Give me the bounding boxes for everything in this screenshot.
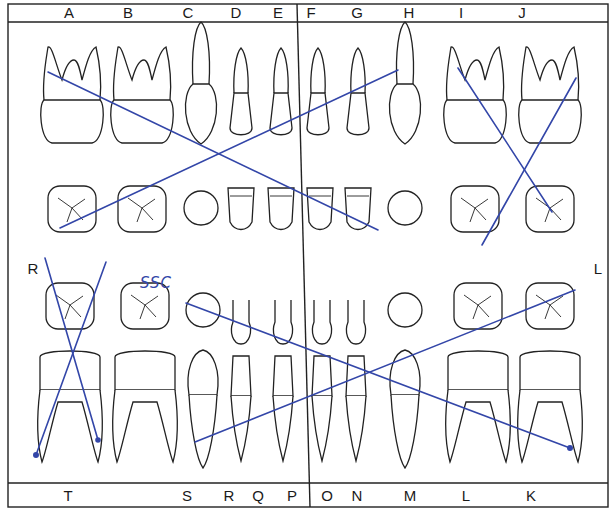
lower-teeth — [38, 350, 582, 468]
tooth-letter: L — [462, 488, 470, 503]
tooth-letter: J — [518, 5, 526, 20]
tooth-letter: F — [306, 5, 315, 20]
tooth-letter: N — [352, 488, 363, 503]
tooth-letter: G — [351, 5, 363, 20]
tooth-letter: I — [459, 5, 463, 20]
annotation: SSC — [140, 276, 172, 291]
tooth-letter: Q — [252, 488, 264, 503]
side-label: R — [28, 261, 39, 276]
upper-occlusal — [48, 186, 574, 232]
tooth-letter: P — [287, 488, 297, 503]
tooth-letter: C — [183, 5, 194, 20]
tooth-letter: K — [526, 488, 536, 503]
tooth-letter: A — [64, 5, 74, 20]
cross-out-marks — [34, 68, 576, 457]
tooth-letter: T — [63, 488, 72, 503]
tooth-letter: B — [123, 5, 133, 20]
chart-frame — [8, 4, 608, 507]
tooth-letter: E — [273, 5, 283, 20]
tooth-letter: H — [404, 5, 415, 20]
tooth-letter: R — [224, 488, 235, 503]
tooth-letter: D — [231, 5, 242, 20]
tooth-letter: M — [404, 488, 417, 503]
upper-teeth — [41, 22, 582, 144]
side-label: L — [594, 261, 602, 276]
lower-occlusal — [46, 283, 574, 344]
tooth-letter: O — [321, 488, 333, 503]
tooth-letter: S — [182, 488, 192, 503]
